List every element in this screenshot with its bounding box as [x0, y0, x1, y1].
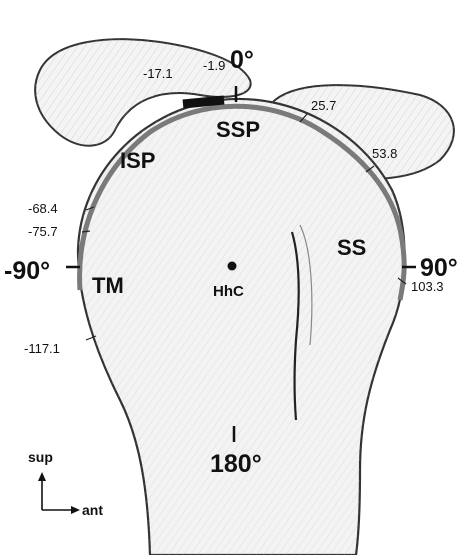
axis-sup-label: sup — [28, 449, 53, 465]
boundary-103-3: 103.3 — [411, 279, 444, 294]
axis-ant-label: ant — [82, 502, 103, 518]
muscle-tm-label: TM — [92, 273, 124, 298]
boundary-neg17-1: -17.1 — [143, 66, 173, 81]
center-label: HhC — [213, 283, 244, 300]
orientation-axes: sup ant — [28, 449, 103, 518]
muscle-ssp-label: SSP — [216, 117, 260, 142]
boundary-neg75-7: -75.7 — [28, 224, 58, 239]
boundary-neg68-4: -68.4 — [28, 201, 58, 216]
boundary-25-7: 25.7 — [311, 98, 336, 113]
angle-right-label: 90° — [420, 254, 458, 282]
angle-bottom-label: 180° — [210, 450, 262, 478]
axis-sup-arrowhead — [38, 472, 46, 481]
footprint-dark-segment — [183, 100, 224, 104]
angle-left-label: -90° — [4, 257, 50, 285]
humeral-head-center-dot — [228, 262, 237, 271]
angle-top-label: 0° — [230, 46, 254, 74]
boundary-neg117-1: -117.1 — [24, 341, 60, 356]
boundary-53-8: 53.8 — [372, 146, 397, 161]
muscle-isp-label: ISP — [120, 148, 155, 173]
boundary-neg1-9: -1.9 — [203, 58, 225, 73]
muscle-ss-label: SS — [337, 235, 366, 260]
axis-ant-arrowhead — [71, 506, 80, 514]
